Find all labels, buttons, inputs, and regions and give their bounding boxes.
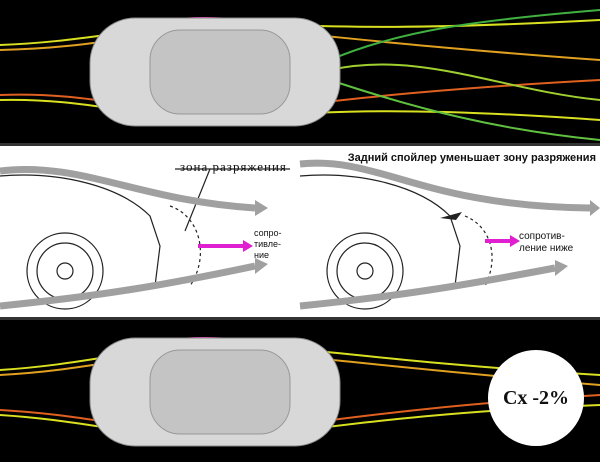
streamlines-bottom — [0, 337, 600, 447]
cx-badge: Cx -2% — [488, 350, 584, 446]
side-view-drawings — [0, 159, 600, 310]
side-view-comparison: Задний спойлер уменьшает зону разряжения… — [0, 143, 600, 320]
diagram-title: Задний спойлер уменьшает зону разряжения — [347, 152, 596, 164]
drag-label-right: сопротив- ление ниже — [519, 231, 573, 255]
zone-label: зона разряжения — [180, 159, 287, 174]
top-flow-simulation-no-spoiler — [0, 0, 600, 143]
car-top-view — [89, 337, 341, 447]
bottom-flow-simulation-with-spoiler — [0, 320, 600, 462]
drag-label-line: ние — [254, 250, 270, 260]
drag-label-line: сопро- — [254, 228, 282, 238]
drag-label-left: сопро- тивле- ние — [254, 228, 282, 261]
car-top-view — [89, 17, 341, 127]
drag-label-line: тивле- — [254, 239, 281, 249]
streamlines-top — [0, 9, 600, 141]
drag-label-line: сопротив- — [519, 231, 565, 242]
drag-label-line: ление ниже — [519, 243, 574, 254]
